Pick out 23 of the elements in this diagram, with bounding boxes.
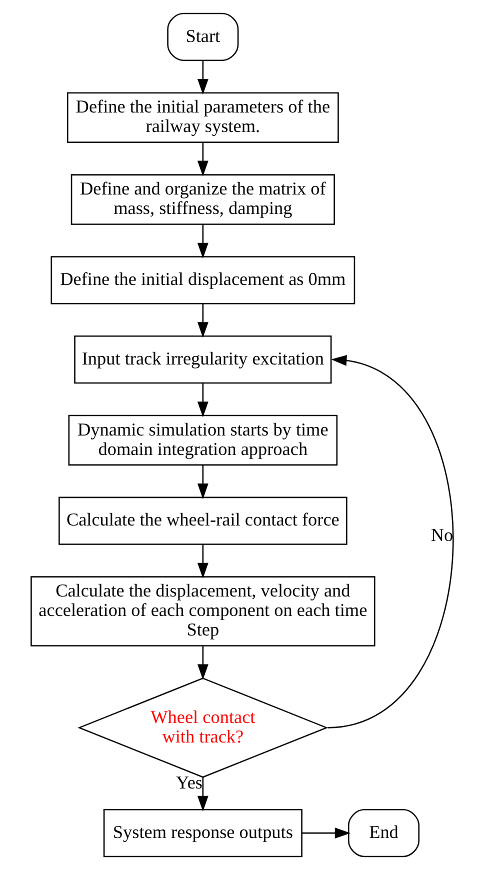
arrow	[196, 646, 208, 680]
node-box: Define and organize the matrix of mass, stiffness, damping	[70, 174, 334, 225]
arrow	[196, 142, 208, 176]
edge-label: No	[430, 524, 453, 545]
arrow	[196, 777, 208, 812]
node-box: End	[347, 809, 420, 858]
arrow	[196, 464, 208, 500]
arrow	[196, 224, 208, 259]
node-box: Dynamic simulation starts by time domain integration approach	[68, 414, 338, 466]
arrow	[301, 828, 350, 839]
arrow	[196, 544, 208, 578]
node-box: System response outputs	[102, 809, 302, 858]
arrow	[196, 304, 208, 338]
node-box: Input track irregularity excitation	[74, 335, 332, 384]
node-box: Define the initial parameters of the railway system.	[66, 92, 338, 143]
node-box: Calculate the wheel-rail contact force	[58, 496, 347, 545]
arrow	[196, 383, 208, 418]
node-box: Define the initial displacement as 0mm	[50, 256, 355, 304]
node-box: Calculate the displacement, velocity and acceleration of each component on each time Step	[30, 576, 375, 646]
node-box: Start	[166, 12, 238, 61]
arrow	[196, 60, 208, 95]
arrow	[327, 354, 453, 728]
node-diamond: Wheel contact with track?	[77, 678, 328, 778]
